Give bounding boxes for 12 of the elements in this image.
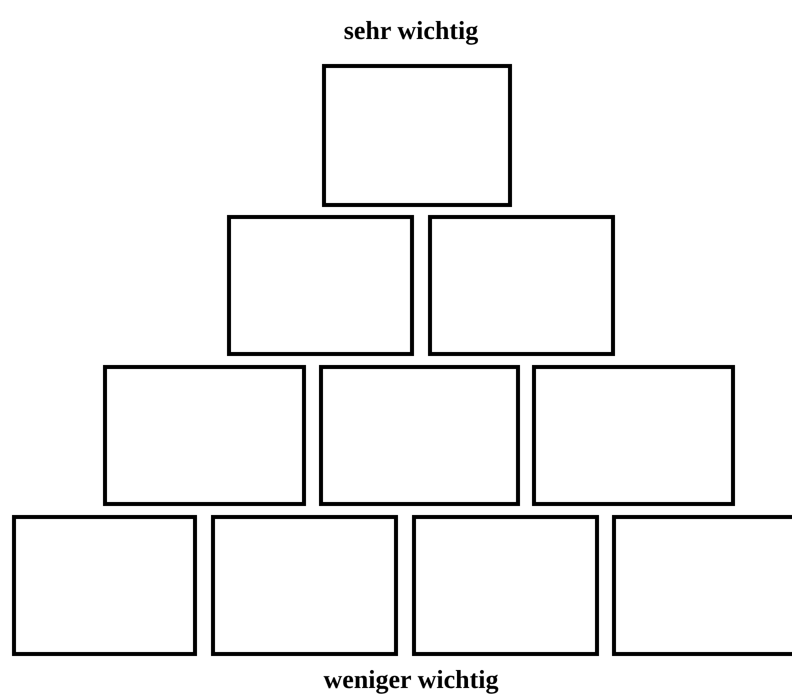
empty-box [428,215,615,356]
empty-box [612,515,792,656]
importance-label: weniger wichtig [324,664,498,696]
empty-box [12,515,197,656]
empty-box [532,365,735,506]
importance-label: sehr wichtig [344,15,478,47]
empty-box [412,515,599,656]
empty-box [227,215,414,356]
empty-box [211,515,398,656]
empty-box [319,365,520,506]
empty-box [103,365,306,506]
empty-box [322,64,512,207]
